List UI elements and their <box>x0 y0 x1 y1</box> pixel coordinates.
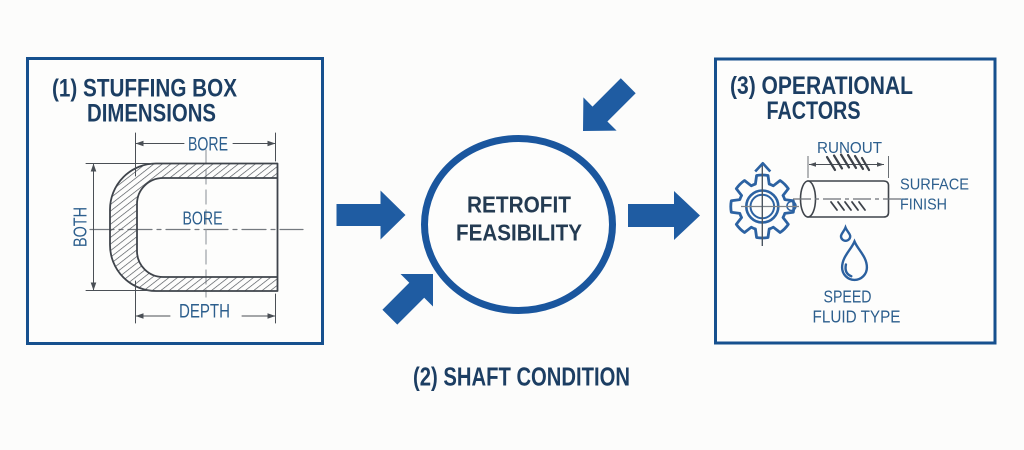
svg-text:BOTH: BOTH <box>71 207 91 247</box>
svg-text:SURFACE: SURFACE <box>900 177 969 194</box>
svg-text:(3) OPERATIONAL: (3) OPERATIONAL <box>730 72 913 100</box>
svg-text:BORE: BORE <box>188 135 228 156</box>
svg-text:RUNOUT: RUNOUT <box>817 140 882 157</box>
svg-text:(2) SHAFT CONDITION: (2) SHAFT CONDITION <box>413 362 630 392</box>
svg-text:(1) STUFFING BOX: (1) STUFFING BOX <box>52 75 237 103</box>
svg-text:FEASIBILITY: FEASIBILITY <box>456 220 582 246</box>
svg-text:FACTORS: FACTORS <box>767 97 861 125</box>
svg-text:FLUID TYPE: FLUID TYPE <box>813 307 901 327</box>
svg-text:DEPTH: DEPTH <box>179 302 230 323</box>
svg-text:SPEED: SPEED <box>824 287 872 307</box>
svg-text:BORE: BORE <box>183 209 223 229</box>
svg-text:RETROFIT: RETROFIT <box>467 192 571 218</box>
svg-text:DIMENSIONS: DIMENSIONS <box>87 100 216 128</box>
svg-text:FINISH: FINISH <box>900 197 947 214</box>
